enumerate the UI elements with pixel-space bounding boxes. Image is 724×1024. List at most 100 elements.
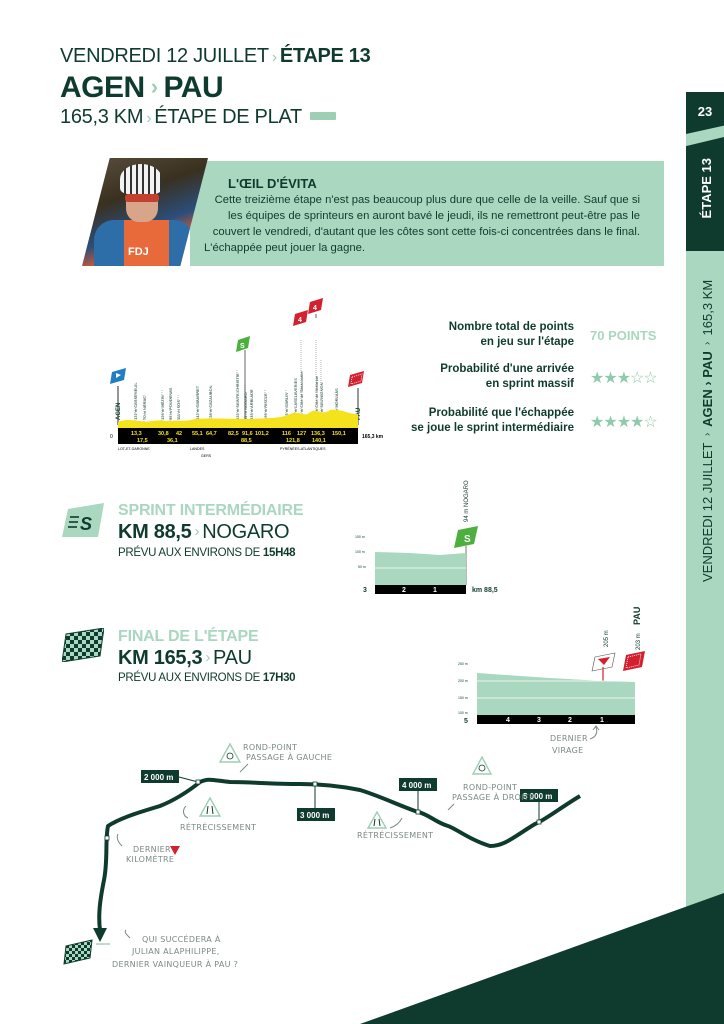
- start-flag-icon: [110, 368, 126, 384]
- expert-comment-text: Cette treizième étape n'est pas beaucoup…: [204, 194, 640, 254]
- stage-type: ÉTAPE DE PLAT: [154, 106, 302, 128]
- distance-type-line: 165,3 KM›ÉTAPE DE PLAT: [60, 105, 370, 131]
- svg-text:2: 2: [568, 717, 572, 724]
- svg-text:5 000 m: 5 000 m: [523, 792, 552, 801]
- side-distance: 165,3 KM: [700, 279, 715, 336]
- svg-text:140,1: 140,1: [312, 438, 326, 444]
- svg-text:142 m GABARRET: 142 m GABARRET: [195, 385, 200, 420]
- climb-cat4-icon: 4: [308, 298, 323, 318]
- svg-text:50 m: 50 m: [358, 565, 366, 569]
- svg-text:55,1: 55,1: [192, 431, 203, 437]
- svg-text:4: 4: [313, 305, 317, 312]
- sprint-icon: S: [62, 503, 104, 537]
- svg-text:127: 127: [297, 431, 306, 437]
- profile-place-labels: AGEN PAU 122 m CASSENEUIL 70 m NÉRAC 126…: [116, 371, 362, 420]
- page-number: 23: [697, 104, 713, 119]
- svg-text:122 m SAINTE-CHRISTIE: 122 m SAINTE-CHRISTIE: [235, 373, 240, 420]
- stage-distance: 165,3 KM: [60, 106, 144, 128]
- svg-text:94 m NOGARO: 94 m NOGARO: [243, 392, 248, 420]
- svg-text:S: S: [464, 534, 471, 545]
- svg-text:3: 3: [537, 717, 541, 724]
- arrow-head-icon: [93, 928, 107, 942]
- svg-text:3 000 m: 3 000 m: [300, 811, 329, 820]
- expert-comment-box: [190, 161, 664, 266]
- elevation-area: [118, 409, 358, 428]
- final-location: KM 165,3›PAU: [118, 647, 252, 669]
- svg-text:150 m: 150 m: [458, 696, 468, 700]
- svg-text:QUI SUCCÉDERA À: QUI SUCCÉDERA À: [142, 933, 221, 944]
- svg-text:111 m SOS: 111 m SOS: [176, 400, 181, 420]
- svg-text:121,8: 121,8: [286, 438, 300, 444]
- svg-text:13,3: 13,3: [131, 431, 142, 437]
- side-stage-info: VENDREDI 12 JUILLET › AGEN › PAU › 165,3…: [700, 279, 715, 582]
- chevron-icon: ›: [205, 649, 211, 666]
- svg-text:316 m Côte de Morlanne: 316 m Côte de Morlanne: [314, 375, 319, 420]
- svg-text:150 m: 150 m: [355, 535, 365, 539]
- svg-text:JULIAN ALAPHILIPPE,: JULIAN ALAPHILIPPE,: [131, 947, 220, 956]
- svg-text:205 m: 205 m: [604, 630, 610, 647]
- svg-text:LOT-ET-GARONNE: LOT-ET-GARONNE: [118, 447, 150, 451]
- chevron-icon: ›: [271, 49, 277, 66]
- side-stage-label: ÉTAPE 13: [699, 158, 714, 219]
- points-value: 70 POINTS: [590, 328, 657, 343]
- svg-text:LANDES: LANDES: [190, 447, 205, 451]
- svg-text:42: 42: [176, 431, 182, 437]
- narrowing-sign-icon: [198, 796, 222, 817]
- sprint-location: KM 88,5›NOGARO: [118, 521, 290, 543]
- svg-text:PASSAGE À DROITE: PASSAGE À DROITE: [452, 791, 534, 802]
- svg-text:PAU: PAU: [356, 408, 362, 420]
- department-labels: LOT-ET-GARONNE LANDES GERS PYRÉNÉES-ATLA…: [118, 446, 326, 458]
- sprint-time: PRÉVU AUX ENVIRONS DE 15H48: [118, 547, 296, 559]
- last-km-flag-icon: [170, 846, 180, 855]
- final-profile-chart: 205 m 203 m PAU 250 m 200 m 150 m 100 m …: [458, 607, 645, 755]
- chevron-icon: ›: [150, 74, 158, 99]
- roundabout-sign-icon: [218, 742, 242, 763]
- svg-text:PYRÉNÉES-ATLANTIQUES: PYRÉNÉES-ATLANTIQUES: [280, 446, 326, 451]
- side-date: VENDREDI 12 JUILLET: [700, 442, 715, 582]
- svg-text:82,5: 82,5: [228, 431, 239, 437]
- svg-text:AGEN: AGEN: [116, 403, 122, 420]
- checkered-flag-icon: [62, 628, 104, 662]
- expert-comment-title: L'ŒIL D'ÉVITA: [228, 176, 317, 191]
- svg-text:326 m SAUVAGNON: 326 m SAUVAGNON: [319, 382, 324, 420]
- side-route: AGEN › PAU: [700, 351, 715, 427]
- svg-text:133 m ARBLADE: 133 m ARBLADE: [249, 389, 254, 420]
- final-km-map: 2 000 m 3 000 m 4 000 m 5 000 m ROND-POI…: [63, 742, 582, 969]
- svg-text:RÉTRÉCISSEMENT: RÉTRÉCISSEMENT: [357, 829, 433, 840]
- svg-text:3: 3: [363, 587, 367, 594]
- svg-text:96 m POUDENAS: 96 m POUDENAS: [168, 387, 173, 420]
- svg-text:30,8: 30,8: [158, 431, 169, 437]
- svg-text:S: S: [80, 514, 92, 534]
- stage-route: AGEN›PAU: [60, 70, 370, 105]
- svg-text:1: 1: [433, 587, 437, 594]
- svg-text:70 m NÉRAC: 70 m NÉRAC: [142, 396, 147, 420]
- svg-text:88,5: 88,5: [241, 438, 252, 444]
- svg-text:64,7: 64,7: [206, 431, 217, 437]
- svg-text:KILOMÈTRE: KILOMÈTRE: [126, 853, 174, 864]
- svg-text:DERNIER: DERNIER: [133, 845, 171, 854]
- final-title: FINAL DE L'ÉTAPE: [118, 628, 259, 645]
- sprint-profile-chart: 94 m NOGARO S 150 m 100 m 50 m 3 2 1 km …: [355, 480, 498, 594]
- svg-text:PAU: PAU: [632, 607, 642, 625]
- svg-text:ROND-POINT: ROND-POINT: [463, 783, 517, 792]
- svg-text:94 m NOGARO: 94 m NOGARO: [464, 480, 470, 522]
- sprint-title: SPRINT INTERMÉDIAIRE: [118, 502, 304, 519]
- svg-text:250 m: 250 m: [458, 662, 468, 666]
- stage-profile-chart: S 4 4 AGEN PAU 122 m CASSENEUIL 70 m NÉR…: [110, 298, 384, 458]
- svg-text:165,3 km: 165,3 km: [362, 434, 384, 440]
- svg-text:4: 4: [506, 717, 510, 724]
- chevron-icon: ›: [146, 110, 152, 127]
- flat-stage-icon: [309, 112, 336, 120]
- svg-text:100 m: 100 m: [458, 711, 468, 715]
- svg-text:175 m GARLIN: 175 m GARLIN: [284, 393, 289, 420]
- stage-tab: [686, 137, 724, 251]
- narrowing-sign-icon: [366, 810, 388, 829]
- svg-text:DERNIER VAINQUEUR À PAU ?: DERNIER VAINQUEUR À PAU ?: [112, 958, 238, 969]
- svg-text:km 88,5: km 88,5: [472, 587, 498, 594]
- svg-text:128 m CAZAUBON: 128 m CAZAUBON: [208, 385, 213, 420]
- chevron-icon: ›: [194, 523, 200, 540]
- stage-number: ÉTAPE 13: [279, 45, 371, 67]
- svg-text:1: 1: [600, 717, 604, 724]
- climb-cat4-icon: 4: [293, 310, 308, 326]
- svg-text:RÉTRÉCISSEMENT: RÉTRÉCISSEMENT: [180, 821, 256, 832]
